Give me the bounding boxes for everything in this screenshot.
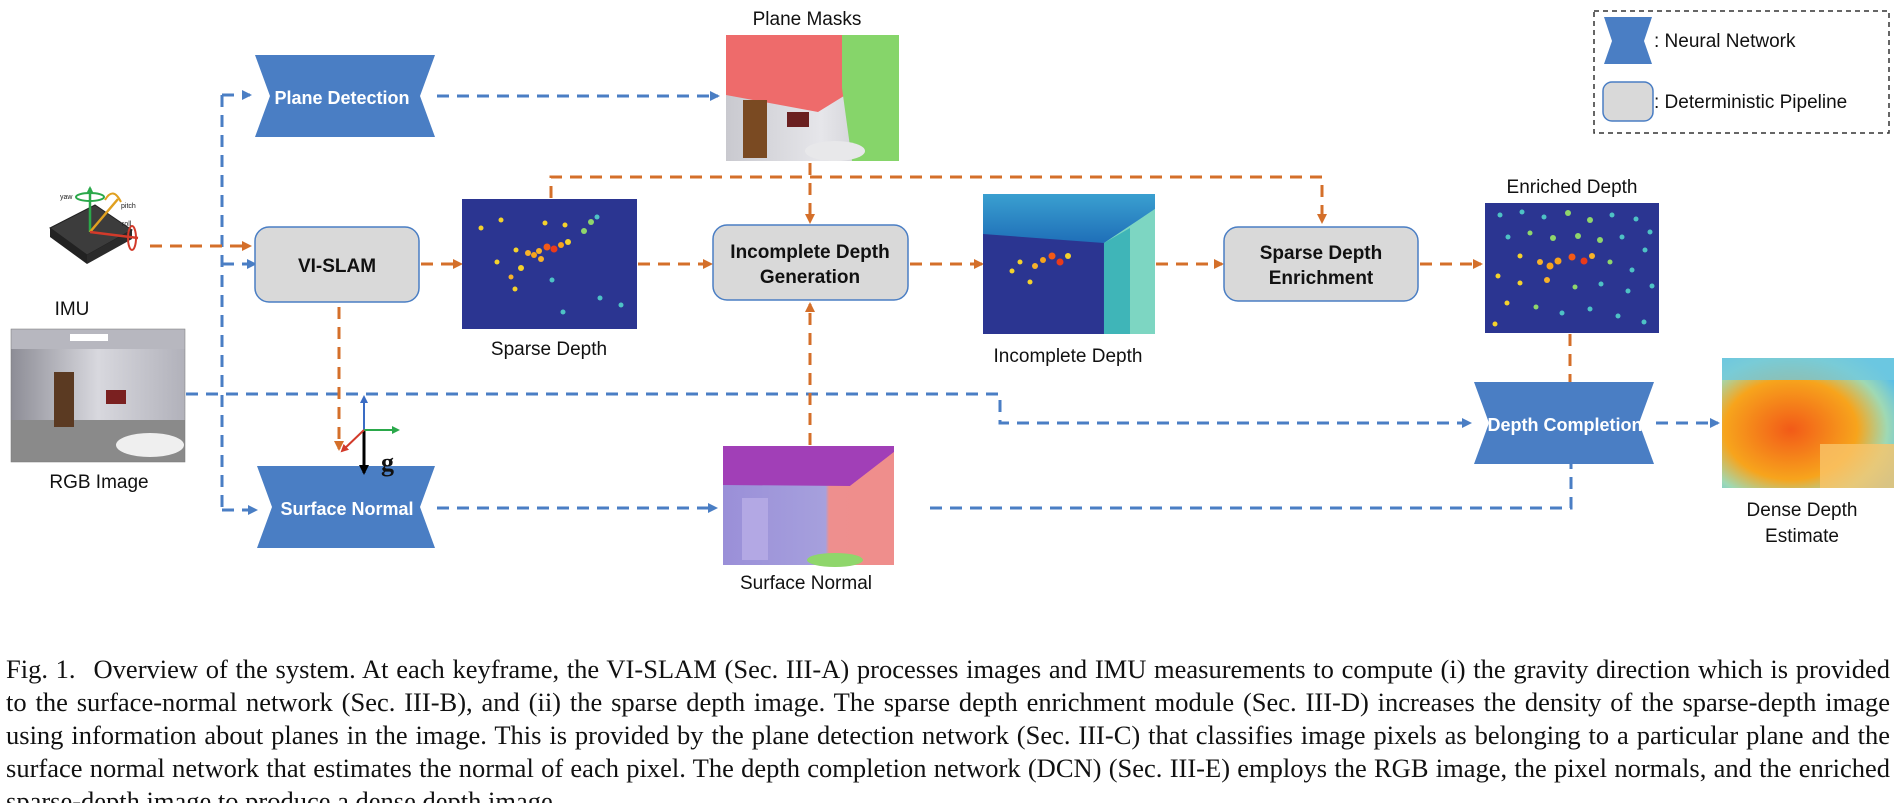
legend-border [1593,10,1890,134]
vi-slam-label: VI-SLAM [298,256,376,277]
incomplete-depth-generation-box: Incomplete Depth Generation [712,224,909,301]
sparse-depth-enrichment-label-line1: Sparse Depth [1260,243,1382,264]
plane-detection-label: Plane Detection [274,88,409,108]
imu-chip-image: yaw pitch roll [49,186,139,264]
sparse-depth-enrichment-label-line2: Enrichment [1269,268,1374,289]
incomplete-depth-generation-label-line2: Generation [760,267,860,288]
sparse-depth-enrichment-box: Sparse Depth Enrichment [1223,226,1419,302]
surface-normal-image-label: Surface Normal [740,573,872,594]
incomplete-depth-points [1009,252,1071,285]
plane-detection-network: Plane Detection [255,55,435,137]
neural-network-legend-icon [1604,17,1652,64]
incomplete-depth-label: Incomplete Depth [994,346,1143,367]
dense-depth-label-line1: Dense Depth [1747,500,1858,521]
arrow-rgb-to-depth-completion [186,392,1472,428]
incomplete-depth-image [983,194,1155,334]
enriched-depth-label: Enriched Depth [1507,177,1638,198]
legend-neural-network-label: : Neural Network [1654,31,1796,52]
arrow-normals-to-depth-completion [930,440,1576,510]
diagram-canvas: : Neural Network : Deterministic Pipelin… [10,9,1894,594]
sparse-depth-label: Sparse Depth [491,339,607,360]
rgb-image-label: RGB Image [49,472,148,493]
gravity-label: g [381,448,394,477]
surface-normal-image [723,446,894,567]
plane-masks-image [726,35,899,161]
connections [150,90,1720,515]
sparse-depth-points [478,214,624,315]
surface-normal-shape [257,466,435,548]
surface-normal-net-label: Surface Normal [280,499,413,519]
enriched-depth-image [1485,203,1659,333]
caption-text: Overview of the system. At each keyframe… [6,653,1890,803]
arrow-sparse-to-enrichment [549,175,1327,224]
legend: : Neural Network : Deterministic Pipelin… [1593,10,1890,134]
gravity-axes-icon: g [340,395,400,477]
sparse-depth-image [462,199,637,329]
pipeline-legend-icon [1602,81,1654,122]
imu-yaw-label: yaw [60,194,73,201]
imu-pitch-label: pitch [121,203,136,210]
incomplete-depth-generation-label-line1: Incomplete Depth [730,242,889,263]
imu-roll-label: roll [122,221,132,228]
imu-label: IMU [55,299,90,320]
figure-caption: Fig. 1.Overview of the system. At each k… [6,653,1890,803]
plane-detection-shape [255,55,435,137]
plane-masks-label: Plane Masks [753,9,862,30]
rgb-image [10,328,186,463]
depth-completion-label: Depth Completion [1488,415,1643,435]
depth-completion-network: Depth Completion [1474,382,1654,464]
caption-label: Fig. 1. [6,653,76,684]
depth-completion-shape [1474,382,1654,464]
dense-depth-image [1722,358,1894,488]
dense-depth-label-line2: Estimate [1765,526,1839,547]
legend-deterministic-pipeline-label: : Deterministic Pipeline [1654,92,1847,113]
surface-normal-network: Surface Normal [257,466,435,548]
enriched-depth-points [1492,209,1655,327]
vi-slam-box: VI-SLAM [254,226,420,303]
